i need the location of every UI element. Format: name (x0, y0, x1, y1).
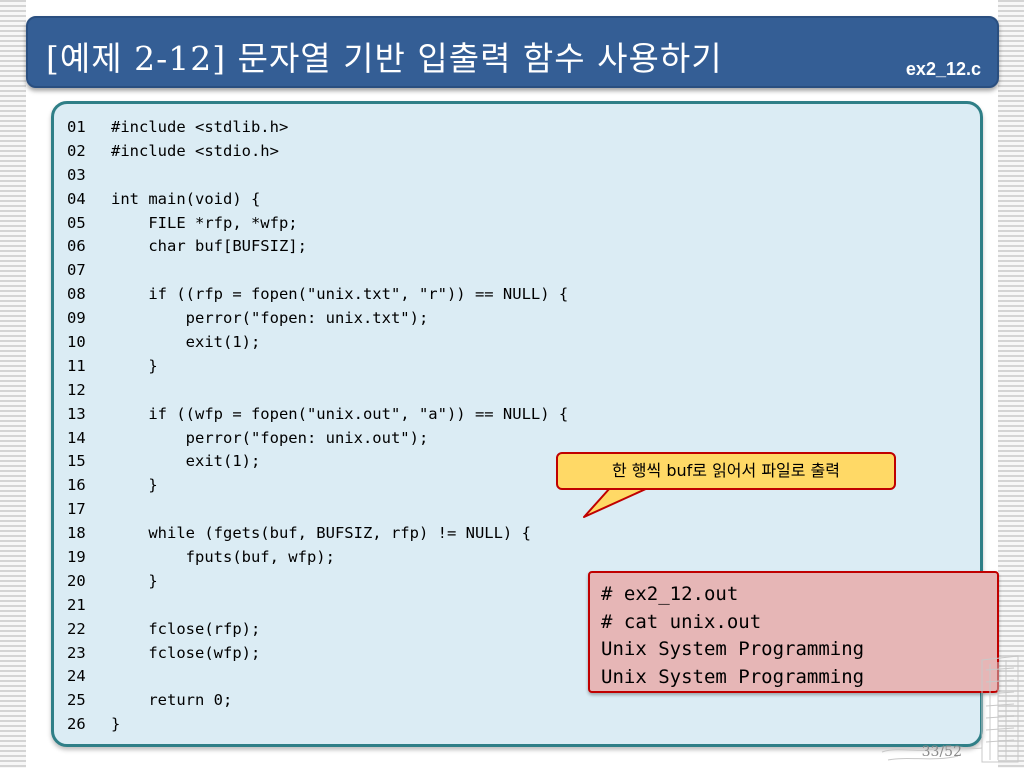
line-number: 17 (67, 500, 86, 519)
line-number: 21 (67, 595, 86, 614)
code-text: fclose(rfp); (111, 619, 261, 638)
code-text: FILE *rfp, *wfp; (111, 213, 298, 232)
line-number: 15 (67, 452, 86, 471)
code-line: 24 (67, 665, 568, 689)
code-line: 15 exit(1); (67, 450, 568, 474)
code-line: 01 #include <stdlib.h> (67, 116, 568, 140)
code-text: perror("fopen: unix.out"); (111, 428, 429, 447)
output-line: Unix System Programming (601, 638, 865, 660)
output-line: Unix System Programming (601, 665, 865, 688)
code-line: 18 while (fgets(buf, BUFSIZ, rfp) != NUL… (67, 522, 568, 546)
code-line: 17 (67, 498, 568, 522)
code-text: #include <stdlib.h> (111, 118, 289, 136)
callout-text: 한 행씩 buf로 읽어서 파일로 출력 (612, 461, 840, 480)
code-line: 13 if ((wfp = fopen("unix.out", "a")) ==… (67, 403, 568, 427)
line-number: 12 (67, 380, 86, 399)
page-number: 33/52 (921, 744, 962, 760)
title-bar: [예제 2-12] 문자열 기반 입출력 함수 사용하기 ex2_12.c (26, 16, 999, 88)
code-text: exit(1); (111, 333, 261, 352)
right-decorative-stripe (998, 0, 1024, 768)
line-number: 26 (67, 715, 86, 734)
code-line: 09 perror("fopen: unix.txt"); (67, 307, 568, 331)
code-line: 20 } (67, 570, 568, 594)
code-listing: 01 #include <stdlib.h> 02 #include <stdio.h… (67, 116, 568, 737)
left-decorative-stripe (0, 0, 26, 768)
line-number: 04 (67, 189, 86, 208)
line-number: 22 (67, 619, 86, 638)
code-line: 25 return 0; (67, 689, 568, 713)
code-text: return 0; (111, 691, 233, 710)
line-number: 02 (67, 141, 86, 160)
line-number: 09 (67, 309, 86, 328)
code-line: 06 char buf[BUFSIZ]; (67, 235, 568, 259)
file-name-label: ex2_12.c (905, 59, 981, 79)
line-number: 20 (67, 571, 86, 590)
code-text: #include <stdio.h> (111, 141, 279, 160)
code-line: 26} (67, 713, 568, 737)
code-text: perror("fopen: unix.txt"); (111, 309, 429, 328)
line-number: 14 (67, 428, 86, 447)
code-text: if ((wfp = fopen("unix.out", "a")) == NU… (111, 404, 569, 423)
code-line: 08 if ((rfp = fopen("unix.txt", "r")) ==… (67, 283, 568, 307)
code-text: } (111, 476, 158, 495)
code-line: 16 } (67, 474, 568, 498)
code-text: exit(1); (111, 452, 261, 471)
code-text: if ((rfp = fopen("unix.txt", "r")) == NU… (111, 285, 569, 304)
code-line: 05 FILE *rfp, *wfp; (67, 212, 568, 236)
line-number: 18 (67, 524, 86, 543)
code-line: 02 #include <stdio.h> (67, 140, 568, 164)
code-line: 14 perror("fopen: unix.out"); (67, 427, 568, 451)
code-line: 07 (67, 259, 568, 283)
code-line: 23 fclose(wfp); (67, 642, 568, 666)
line-number: 19 (67, 548, 86, 567)
code-text: while (fgets(buf, BUFSIZ, rfp) != NULL) … (111, 524, 531, 543)
slide-title: [예제 2-12] 문자열 기반 입출력 함수 사용하기 (46, 39, 723, 78)
line-number: 11 (67, 356, 86, 375)
code-line: 03 (67, 164, 568, 188)
line-number: 06 (67, 237, 86, 256)
code-text: fputs(buf, wfp); (111, 548, 335, 567)
code-text: } (111, 356, 158, 375)
annotation-callout: 한 행씩 buf로 읽어서 파일로 출력 (556, 452, 896, 490)
output-line: # ex2_12.out (601, 583, 739, 605)
line-number: 24 (67, 667, 86, 686)
code-text: } (111, 571, 158, 590)
code-text: char buf[BUFSIZ]; (111, 237, 307, 256)
line-number: 13 (67, 404, 86, 423)
code-line: 10 exit(1); (67, 331, 568, 355)
code-text: fclose(wfp); (111, 643, 261, 662)
code-text: int main(void) { (111, 189, 261, 208)
code-text: } (111, 715, 121, 734)
line-number: 16 (67, 476, 86, 495)
output-line: # cat unix.out (601, 610, 762, 633)
line-number: 07 (67, 261, 86, 280)
code-panel: 01 #include <stdlib.h> 02 #include <stdio.h… (51, 101, 983, 747)
code-line: 21 (67, 594, 568, 618)
line-number: 03 (67, 165, 86, 184)
code-line: 11 } (67, 355, 568, 379)
line-number: 10 (67, 333, 86, 352)
line-number: 05 (67, 213, 86, 232)
line-number: 01 (67, 118, 86, 136)
code-line: 22 fclose(rfp); (67, 618, 568, 642)
code-line: 04 int main(void) { (67, 188, 568, 212)
code-line: 19 fputs(buf, wfp); (67, 546, 568, 570)
line-number: 23 (67, 643, 86, 662)
line-number: 25 (67, 691, 86, 710)
code-line: 12 (67, 379, 568, 403)
line-number: 08 (67, 285, 86, 304)
